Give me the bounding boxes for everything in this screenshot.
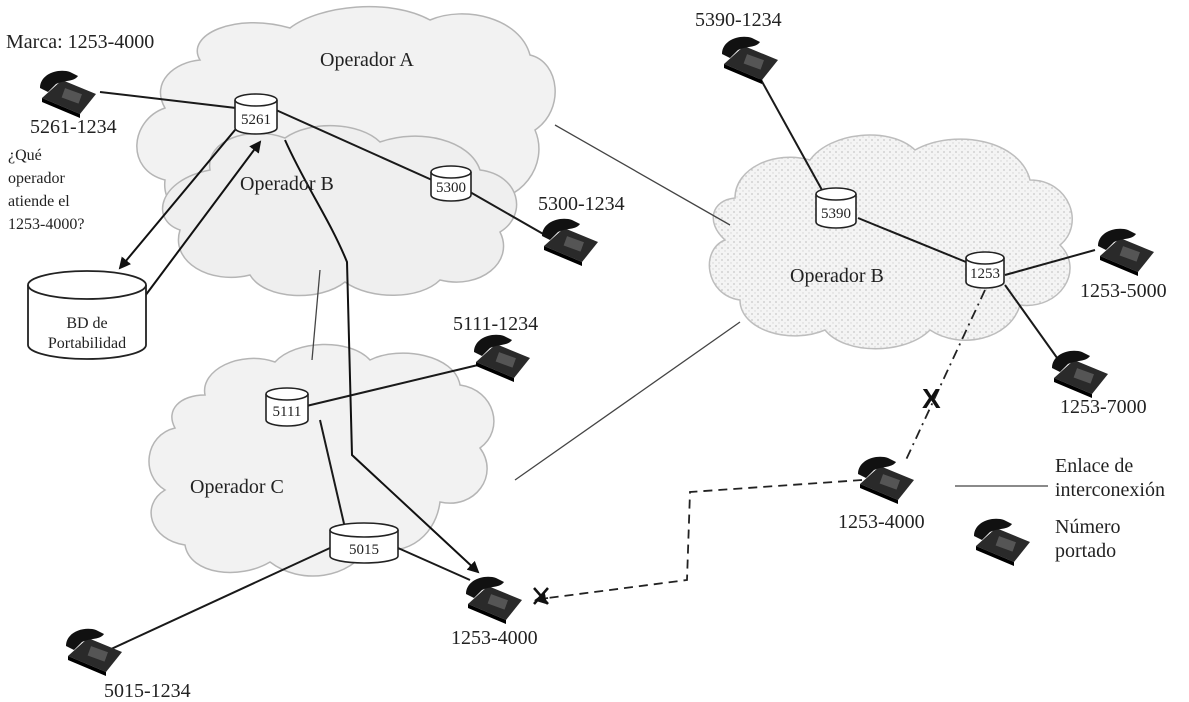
cloud-label-operador-b-left: Operador B — [240, 173, 334, 195]
svg-text:atiende el: atiende el — [8, 193, 70, 210]
cut-x-icon — [533, 587, 549, 605]
svg-text:1253-4000?: 1253-4000? — [8, 216, 84, 233]
phone-icon — [466, 576, 522, 624]
node-label: 5015 — [349, 542, 379, 558]
legend: Enlace de interconexión Número portado — [955, 455, 1165, 562]
phone-icon — [858, 456, 914, 504]
query-arrows — [118, 123, 480, 574]
phone-icon — [474, 334, 530, 382]
cloud-label-operador-c: Operador C — [190, 476, 284, 498]
phone-label: 5390-1234 — [695, 9, 782, 31]
cloud-operador-c — [148, 343, 495, 577]
phone-icon — [1098, 228, 1154, 276]
phone-icon — [40, 70, 96, 118]
phone-label: 5261-1234 — [30, 116, 117, 138]
legend-phone-icon — [974, 518, 1030, 566]
phone-label: 5015-1234 — [104, 680, 191, 702]
legend-link-label-1: Enlace de — [1055, 455, 1133, 477]
phone-label: 5300-1234 — [538, 193, 625, 215]
legend-link-label-2: interconexión — [1055, 479, 1165, 501]
phone-label: 5111-1234 — [453, 313, 538, 335]
phone-icon — [542, 218, 598, 266]
node-label: 5390 — [821, 206, 851, 222]
cloud-label-operador-b-right: Operador B — [790, 265, 884, 287]
node-5261: 5261 — [234, 93, 278, 135]
phone-icon — [66, 628, 122, 676]
node-label: 5300 — [436, 180, 466, 196]
cut-mark-icon: X — [922, 383, 941, 414]
node-1253: 1253 — [965, 251, 1005, 289]
svg-text:operador: operador — [8, 170, 66, 187]
legend-ported-label-1: Número — [1055, 516, 1121, 538]
node-label: 5261 — [241, 112, 271, 128]
phone-label: 1253-5000 — [1080, 280, 1167, 302]
node-5015: 5015 — [329, 522, 399, 564]
node-5300: 5300 — [430, 165, 472, 202]
query-question: ¿Qué operador atiende el 1253-4000? — [8, 147, 84, 233]
marca-label: Marca: 1253-4000 — [6, 31, 154, 53]
portability-database: BD de Portabilidad — [27, 270, 147, 360]
cloud-operador-b-left — [161, 124, 518, 297]
phone-icon — [1052, 350, 1108, 398]
phone-label: 1253-4000 — [838, 511, 925, 533]
svg-text:¿Qué: ¿Qué — [8, 147, 42, 164]
interconnection-links — [311, 124, 741, 481]
cloud-operador-b-right — [708, 134, 1073, 350]
phone-label: 1253-4000 — [451, 627, 538, 649]
node-5390: 5390 — [815, 187, 857, 229]
node-5111: 5111 — [265, 387, 309, 427]
network-links — [95, 77, 1096, 657]
legend-ported-label-2: portado — [1055, 540, 1116, 562]
cloud-label-operador-a: Operador A — [320, 49, 414, 71]
phone-label: 1253-7000 — [1060, 396, 1147, 418]
node-label: 5111 — [273, 404, 302, 420]
node-label: 1253 — [970, 266, 1000, 282]
phone-icon — [722, 36, 778, 84]
db-label-line2: Portabilidad — [48, 335, 126, 352]
db-label-line1: BD de — [66, 315, 107, 332]
